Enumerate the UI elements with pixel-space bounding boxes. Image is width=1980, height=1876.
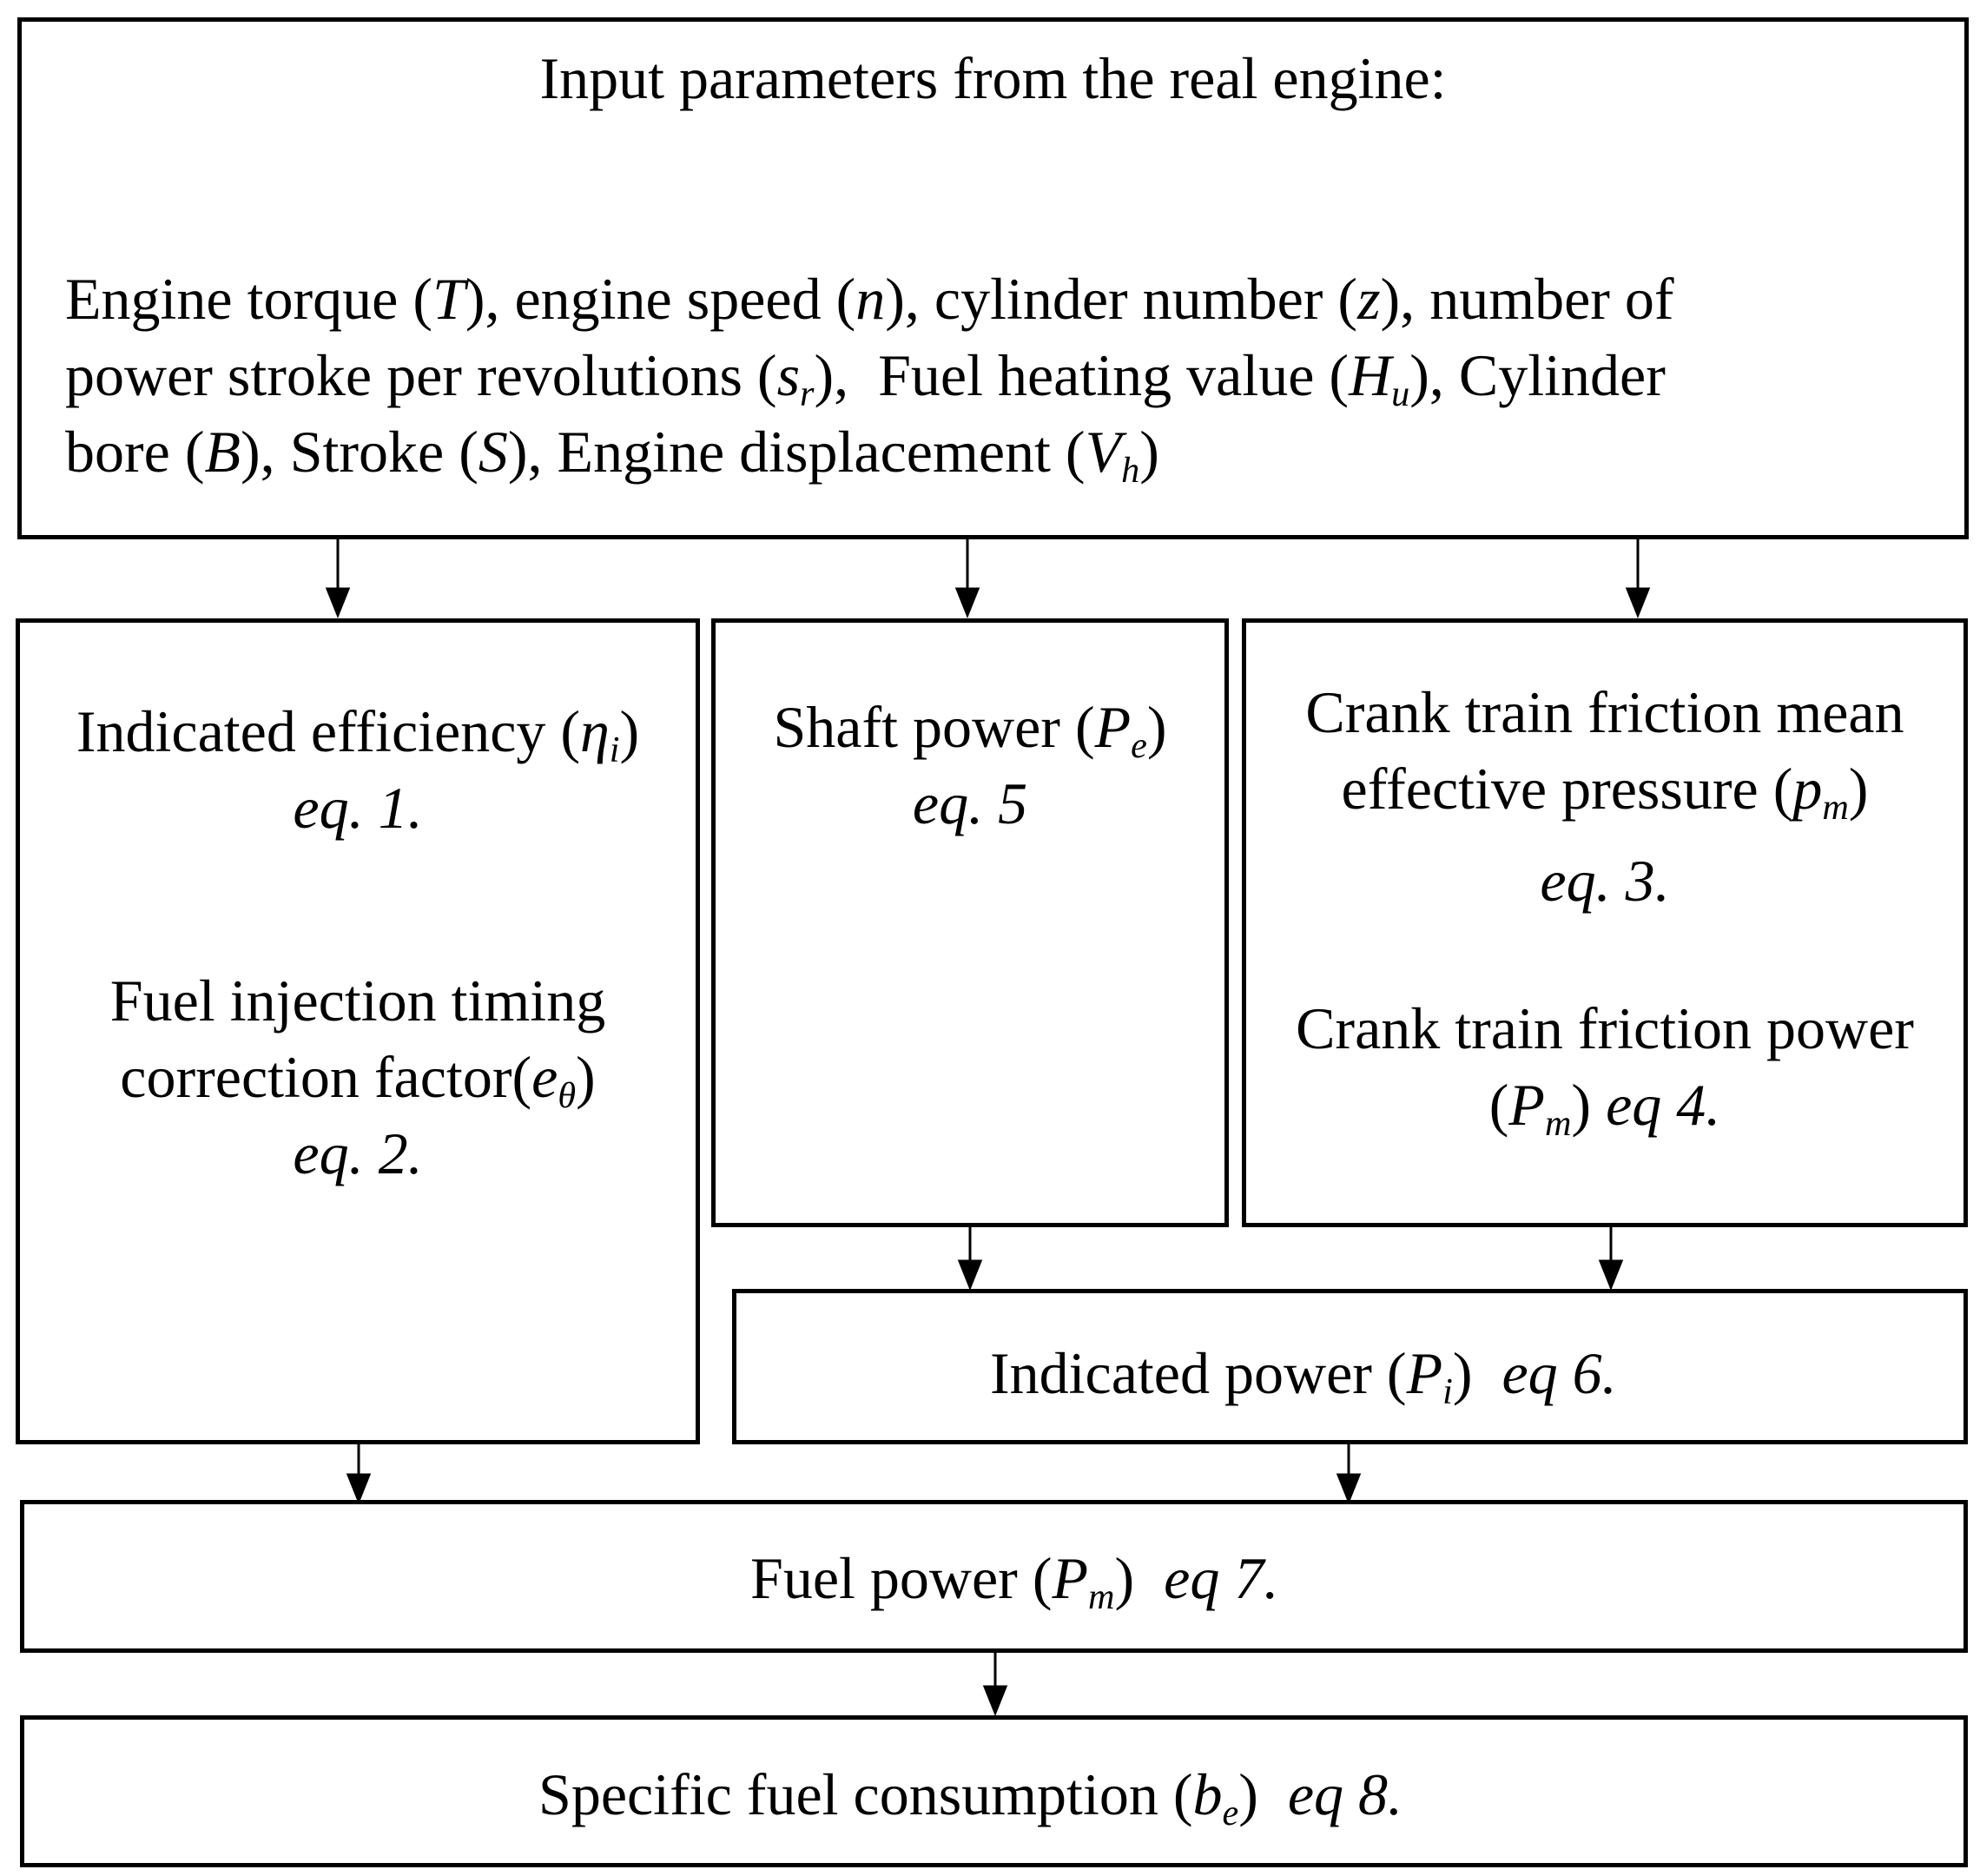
fmep-text: effective pressure: [1341, 756, 1759, 822]
param-strokes-subscript: r: [800, 373, 815, 414]
sfc-symbol: b: [1192, 1761, 1223, 1827]
indicated-efficiency-subscript: i: [609, 729, 620, 770]
sfc-subscript: e: [1222, 1792, 1239, 1833]
indicated-power-subscript: i: [1442, 1371, 1453, 1412]
injection-correction-symbol: e: [531, 1044, 558, 1110]
friction-power-label: Crank train friction power: [1296, 995, 1914, 1061]
input-params-line-2: power stroke per revolutions (sr), Fuel …: [65, 342, 1666, 414]
fmep-label-1: Crank train friction mean: [1305, 679, 1904, 745]
param-displacement-subscript: h: [1121, 449, 1140, 491]
fuel-power-eq: eq 7.: [1164, 1545, 1279, 1611]
param-speed-symbol: n: [855, 266, 886, 332]
shaft-power-box: [711, 618, 1229, 1227]
sfc-box: [20, 1715, 1968, 1867]
fmep-subscript: m: [1822, 786, 1849, 828]
param-stroke: Stroke: [289, 419, 445, 485]
fmep-label-2: effective pressure (pm): [1341, 756, 1869, 828]
fmep-eq: eq. 3.: [1540, 848, 1670, 914]
input-params-line-1: Engine torque (T), engine speed (n), cyl…: [65, 266, 1674, 332]
input-parameters-title: Input parameters from the real engine:: [17, 40, 1969, 116]
injection-correction-text: correction factor: [120, 1044, 512, 1110]
indicated-power-eq: eq 6.: [1502, 1340, 1617, 1406]
shaft-power-eq: eq. 5: [912, 770, 1028, 836]
sfc-label: Specific fuel consumption (be) eq 8.: [538, 1761, 1403, 1833]
injection-correction-label-1: Fuel injection timing: [109, 968, 606, 1034]
friction-power-eq: eq 4.: [1606, 1072, 1721, 1138]
fuel-power-subscript: m: [1088, 1575, 1115, 1617]
fuel-power-text: Fuel power: [750, 1545, 1018, 1611]
shaft-power-label: Shaft power (Pe): [773, 694, 1167, 766]
param-displacement-symbol: V: [1085, 419, 1122, 485]
param-torque: Engine torque: [65, 266, 399, 332]
param-cylinders: cylinder number: [934, 266, 1323, 332]
fmep-symbol: p: [1792, 756, 1823, 822]
friction-power-symbol: P: [1508, 1072, 1545, 1138]
param-strokes-symbol: s: [776, 342, 801, 408]
sfc-eq: eq 8.: [1287, 1761, 1403, 1827]
fuel-power-box: [20, 1500, 1968, 1653]
indicated-power-box: [732, 1289, 1968, 1444]
param-strokes-b: power stroke per revolutions: [65, 342, 742, 408]
injection-correction-eq: eq. 2.: [293, 1120, 423, 1186]
param-heating-subscript: u: [1391, 373, 1410, 414]
friction-box: [1242, 618, 1968, 1227]
indicated-power-symbol: P: [1406, 1340, 1443, 1406]
param-bore-symbol: B: [204, 419, 241, 485]
efficiency-box: [16, 618, 700, 1444]
param-heating-value: Fuel heating value: [878, 342, 1315, 408]
param-cylinders-symbol: z: [1357, 266, 1381, 332]
param-torque-symbol: T: [432, 266, 465, 332]
shaft-power-text: Shaft power: [773, 694, 1060, 760]
input-params-line-3: bore (B), Stroke (S), Engine displacemen…: [65, 419, 1159, 491]
indicated-efficiency-label: Indicated efficiency (ηi): [76, 698, 640, 770]
input-title-text: Input parameters from the real engine:: [539, 45, 1447, 111]
param-heating-symbol: H: [1349, 342, 1392, 408]
fuel-power-symbol: P: [1052, 1545, 1089, 1611]
friction-power-subscript: m: [1544, 1102, 1572, 1144]
indicated-power-text: Indicated power: [990, 1340, 1372, 1406]
fuel-power-label: Fuel power (Pm) eq 7.: [750, 1545, 1279, 1617]
param-bore-a: Cylinder: [1458, 342, 1666, 408]
param-displacement: Engine displacement: [557, 419, 1051, 485]
param-speed: engine speed: [514, 266, 822, 332]
indicated-efficiency-eq: eq. 1.: [293, 775, 423, 841]
param-bore-b: bore: [65, 419, 170, 485]
indicated-power-label: Indicated power (Pi) eq 6.: [990, 1340, 1617, 1412]
shaft-power-symbol: P: [1094, 694, 1132, 760]
indicated-efficiency-text: Indicated efficiency: [76, 698, 546, 764]
friction-power-symbol-line: (Pm) eq 4.: [1488, 1072, 1721, 1144]
shaft-power-subscript: e: [1131, 724, 1147, 766]
sfc-text: Specific fuel consumption: [538, 1761, 1158, 1827]
injection-correction-subscript: θ: [558, 1074, 577, 1116]
param-stroke-symbol: S: [478, 419, 508, 485]
injection-correction-label-2: correction factor(eθ): [120, 1044, 596, 1116]
input-parameters-box: [17, 17, 1969, 539]
param-strokes-a: number of: [1429, 266, 1674, 332]
indicated-efficiency-symbol: η: [580, 698, 610, 764]
